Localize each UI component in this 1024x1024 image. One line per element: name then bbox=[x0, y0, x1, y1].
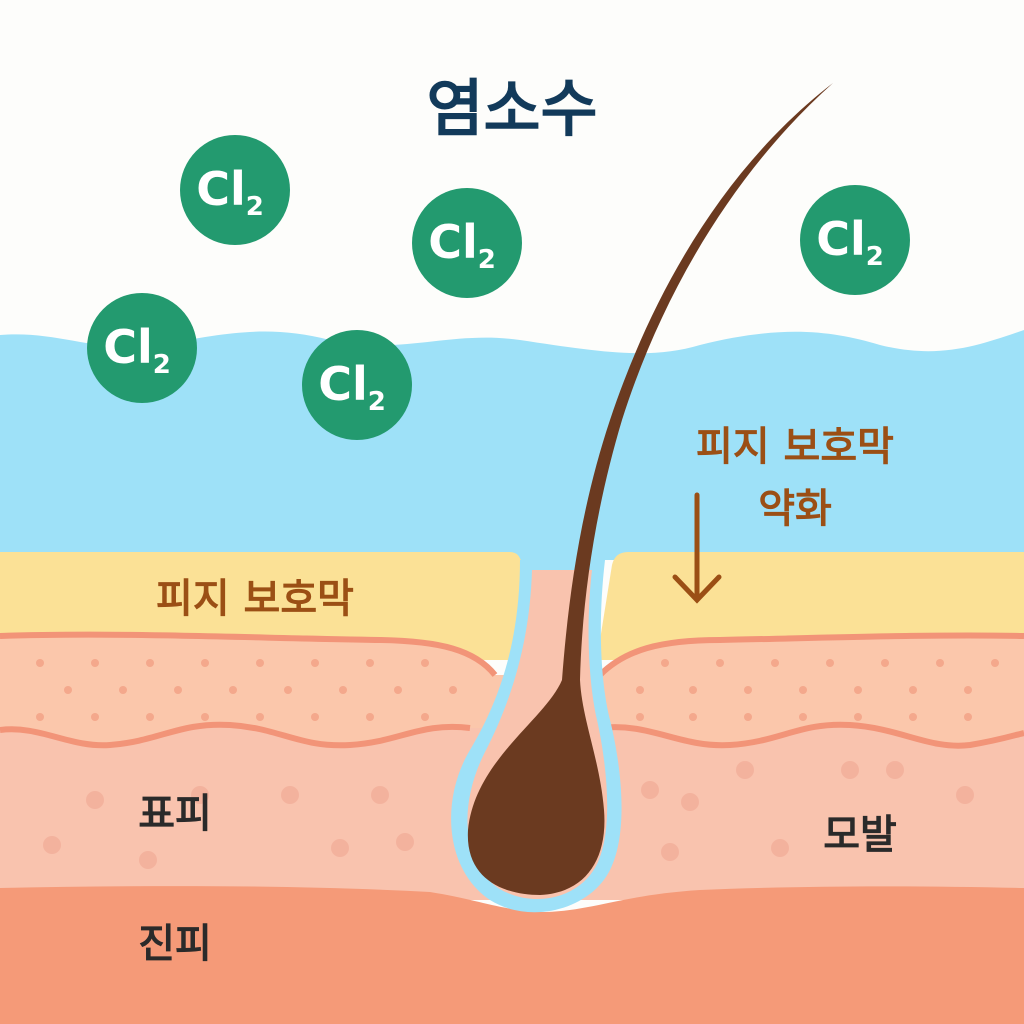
epidermis-label: 표피 bbox=[138, 791, 212, 837]
chlorine-molecules: Cl2 Cl2 Cl2 Cl2 Cl2 bbox=[87, 135, 910, 440]
hair-label: 모발 bbox=[823, 812, 897, 858]
weakening-label-line1: 피지 보호막 bbox=[696, 424, 894, 470]
epidermis-lower-dots bbox=[43, 761, 974, 869]
title: 염소수 bbox=[426, 72, 597, 145]
svg-text:Cl2: Cl2 bbox=[428, 215, 496, 275]
svg-text:Cl2: Cl2 bbox=[318, 357, 386, 417]
svg-text:Cl2: Cl2 bbox=[816, 212, 884, 272]
sebum-layer-label: 피지 보호막 bbox=[156, 576, 354, 622]
chlorine-molecule: Cl2 bbox=[302, 330, 412, 440]
svg-text:Cl2: Cl2 bbox=[196, 162, 264, 222]
water-layer bbox=[0, 330, 1024, 560]
chlorine-molecule: Cl2 bbox=[180, 135, 290, 245]
dermis-label: 진피 bbox=[138, 921, 212, 967]
epidermis-dots bbox=[36, 659, 999, 721]
hair-shaft bbox=[467, 83, 833, 895]
chlorine-molecule: Cl2 bbox=[800, 185, 910, 295]
epidermis-upper-border bbox=[0, 631, 1024, 678]
epidermis-lower-border bbox=[0, 721, 1024, 749]
dermis-layer bbox=[0, 886, 1024, 1024]
sebum-layer bbox=[0, 552, 1024, 660]
weakening-label-line2: 약화 bbox=[758, 486, 832, 532]
svg-text:Cl2: Cl2 bbox=[103, 320, 171, 380]
down-arrow-icon bbox=[672, 492, 722, 604]
chlorine-molecule: Cl2 bbox=[87, 293, 197, 403]
chlorine-molecule: Cl2 bbox=[412, 188, 522, 298]
